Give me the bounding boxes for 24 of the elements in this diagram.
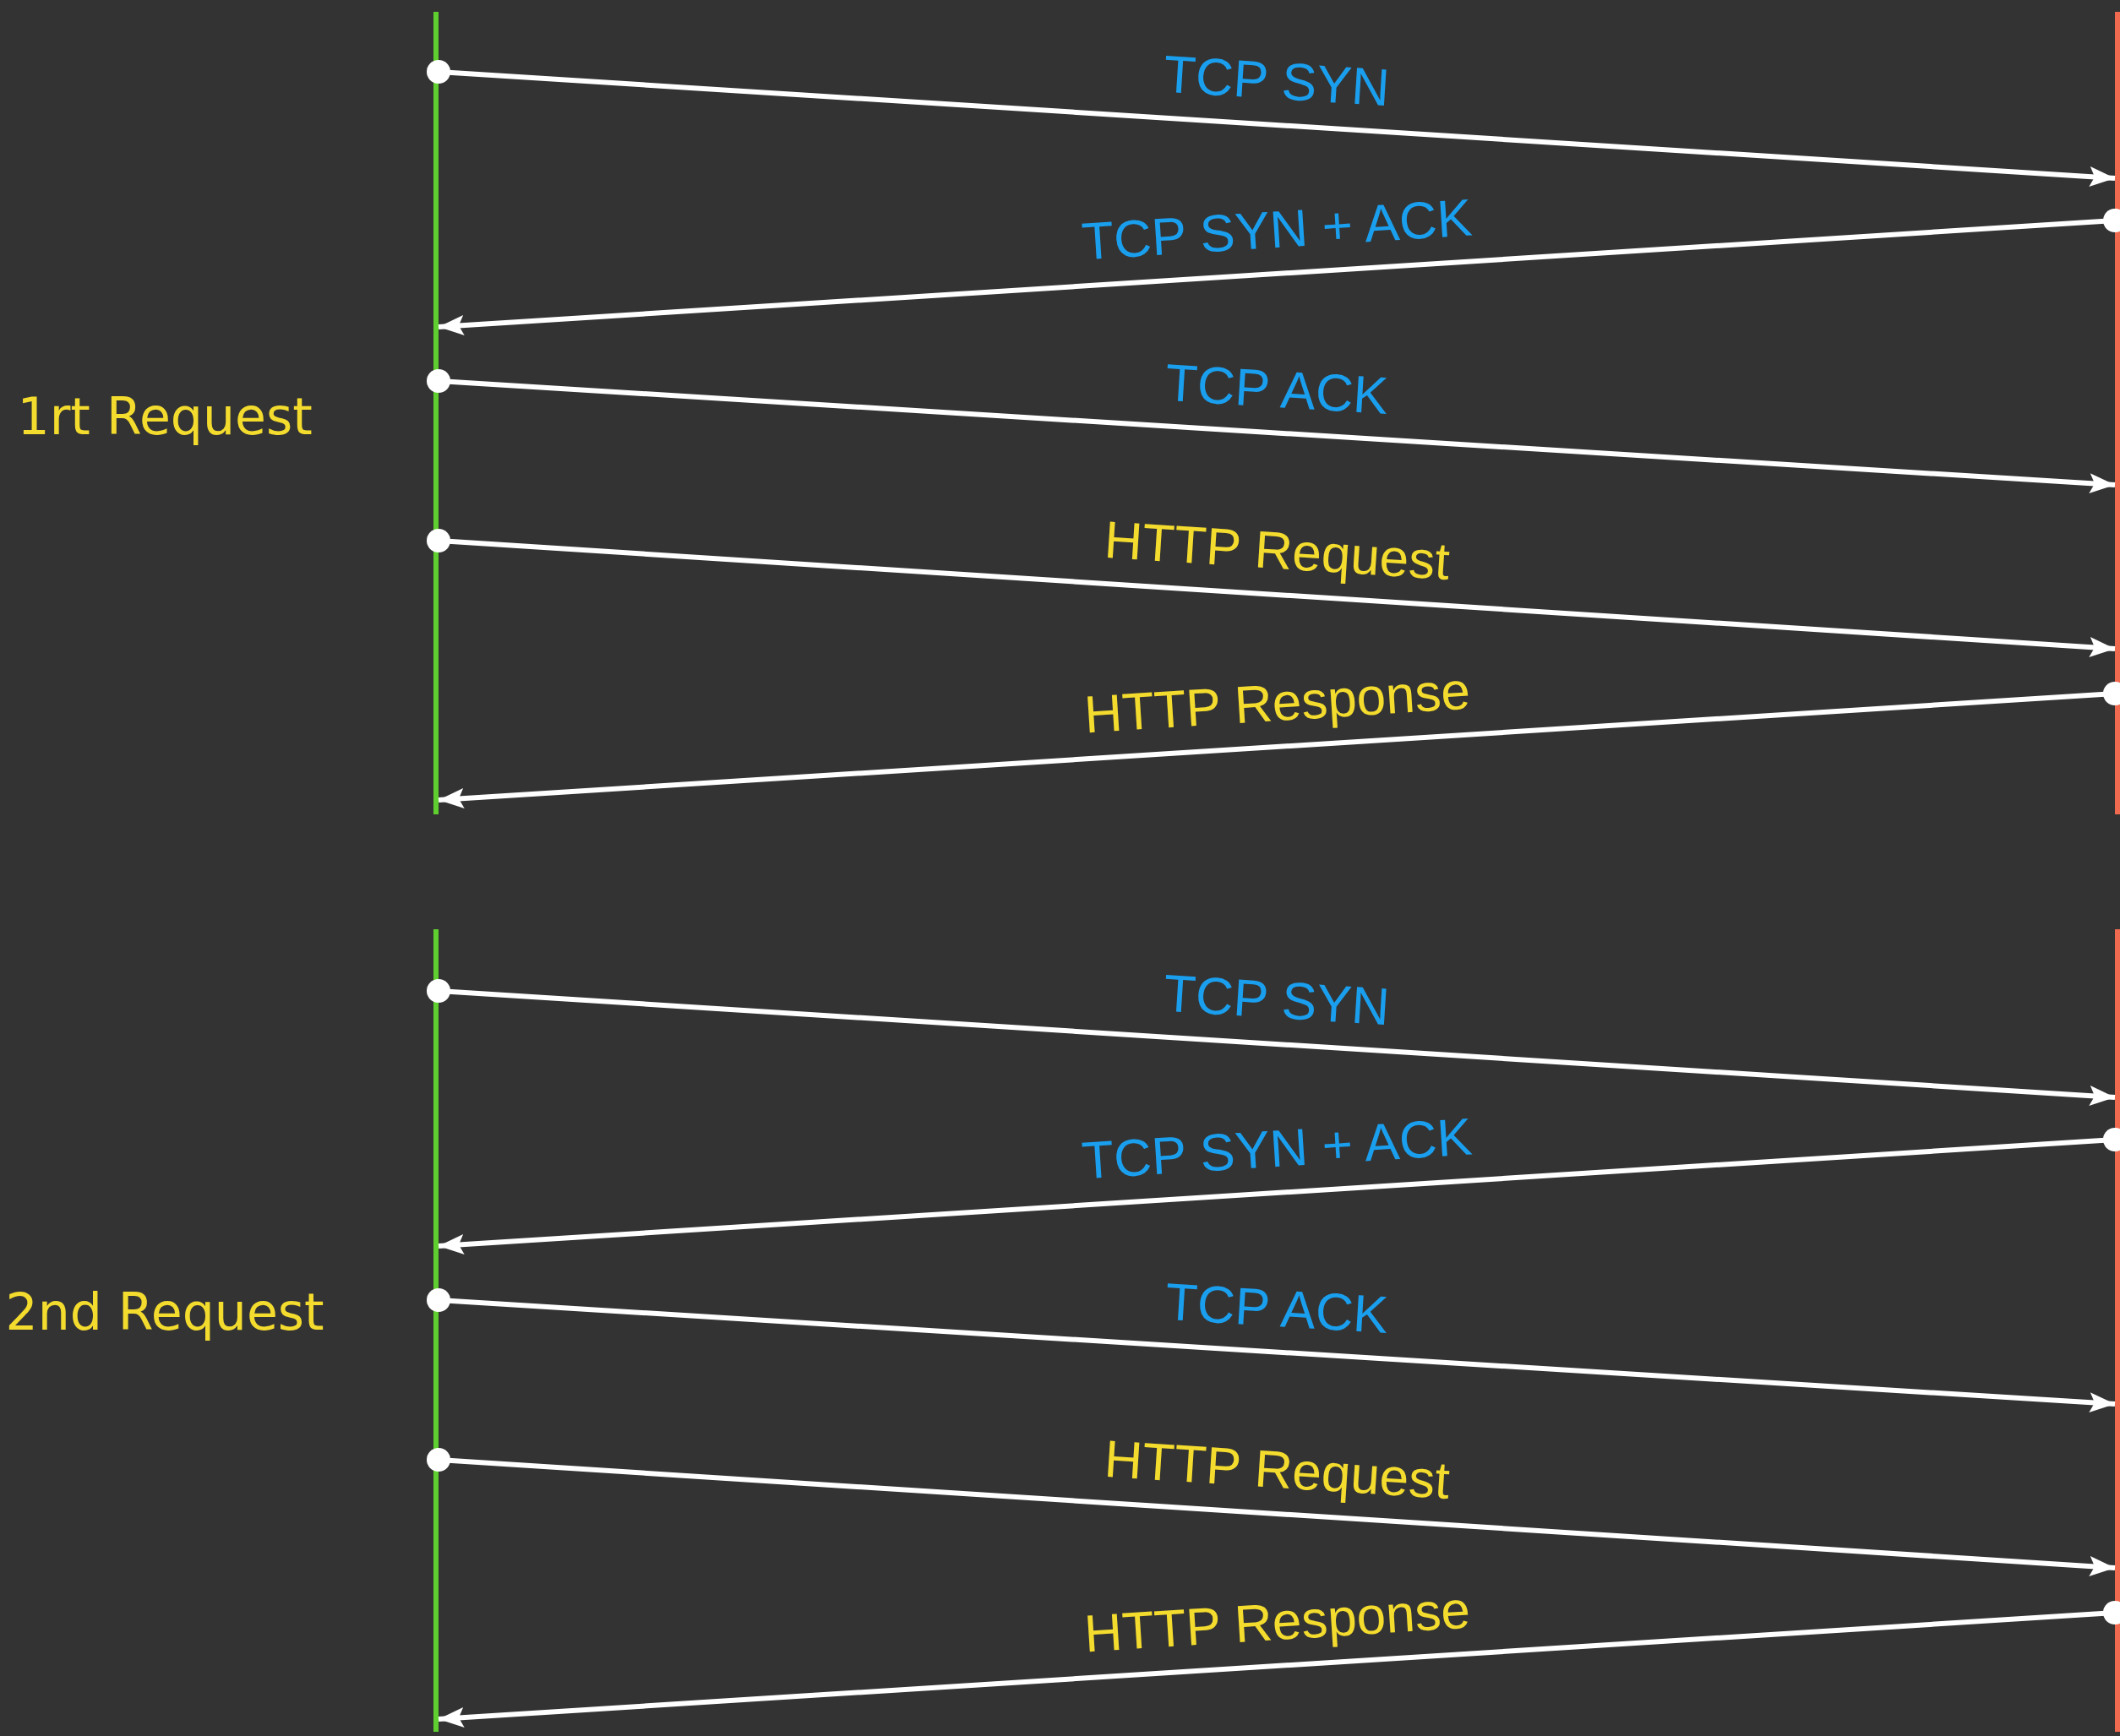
lifeline: [2115, 929, 2120, 1732]
lifeline: [2115, 12, 2120, 814]
message-arrow: [427, 60, 2116, 188]
message-label: TCP SYN + ACK: [1080, 191, 1474, 269]
message-label: TCP SYN + ACK: [1080, 1110, 1474, 1188]
message-arrow: [438, 209, 2120, 336]
message-label: HTTP Response: [1082, 664, 1472, 742]
message-label: HTTP Request: [1102, 1432, 1451, 1508]
message-label: TCP ACK: [1164, 1275, 1390, 1341]
lifeline: [433, 12, 439, 814]
message-label: HTTP Response: [1082, 1583, 1472, 1661]
lifeline: [433, 929, 439, 1732]
message-arrow: [427, 1288, 2116, 1413]
message-arrow: [427, 979, 2116, 1107]
message-label: TCP SYN: [1162, 966, 1392, 1034]
message-label: HTTP Request: [1102, 513, 1451, 589]
message-arrow: [438, 682, 2120, 809]
message-arrow: [438, 1128, 2120, 1255]
message-arrow: [427, 529, 2116, 658]
message-label: TCP SYN: [1162, 47, 1392, 115]
message-arrow: [427, 369, 2116, 494]
message-label: TCP ACK: [1164, 356, 1390, 422]
message-arrow: [438, 1601, 2120, 1728]
message-arrow: [427, 1448, 2116, 1577]
